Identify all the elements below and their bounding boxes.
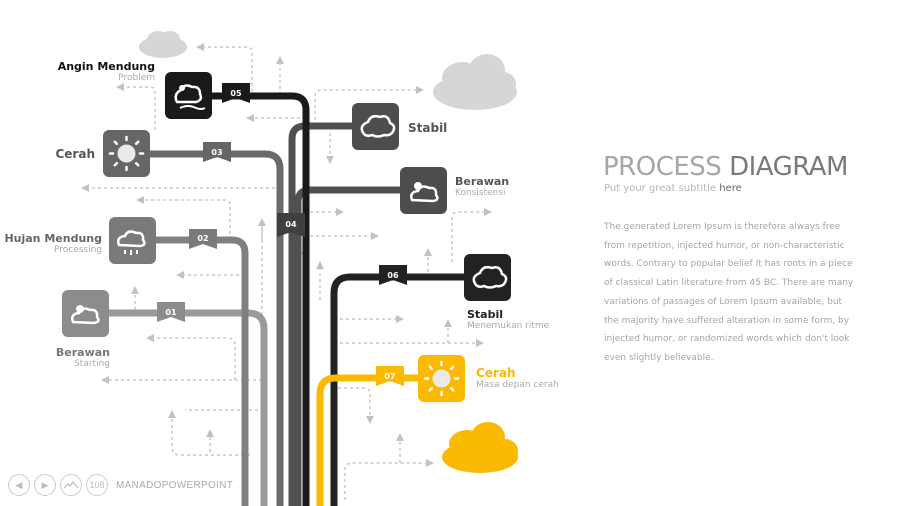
badge-06: 06 (379, 265, 407, 285)
icon-tiles (62, 72, 511, 402)
title-part2: DIAGRAM (729, 152, 848, 182)
step-title: Stabil (408, 121, 448, 135)
previous-button[interactable]: ◀ (8, 474, 30, 496)
line-02 (155, 236, 249, 506)
subtitle-part1: Put your great subtitle (604, 183, 717, 194)
svg-text:02: 02 (197, 234, 208, 243)
cloud-gray-large (433, 54, 517, 110)
step-title: Stabil (467, 308, 504, 321)
tile-cerah-07 (418, 355, 465, 402)
footer-nav: ◀ ▶ 108 MANADOPOWERPOINT (8, 474, 233, 496)
label-hujan-mendung: Hujan Mendung Processing (0, 232, 102, 255)
tile-stabil-06 (464, 254, 511, 301)
badge-04: 04 (277, 213, 305, 237)
step-subtitle: Problem (118, 73, 155, 83)
badge-01: 01 (157, 302, 185, 322)
tile-berawan-01 (62, 290, 109, 337)
rain-cloud-icon (117, 230, 146, 255)
mountain-icon (64, 481, 78, 489)
step-subtitle: Menemukan ritme (467, 321, 550, 331)
tile-berawan-04b (400, 167, 447, 214)
line-03 (150, 150, 284, 506)
previous-icon: ◀ (15, 479, 23, 490)
label-cerah-03: Cerah (20, 147, 95, 161)
cloud-gray-small (139, 31, 187, 58)
home-button[interactable] (60, 474, 82, 496)
tile-angin-mendung-05 (165, 72, 212, 119)
subtitle-part2: here (719, 183, 742, 194)
slide-title: PROCESS DIAGRAM (603, 152, 848, 182)
label-stabil-06: Stabil Menemukan ritme (467, 308, 549, 331)
badge-05: 05 (222, 83, 250, 103)
step-title: Berawan (455, 175, 510, 188)
sun-icon (423, 360, 460, 397)
tile-stabil-04 (352, 103, 399, 150)
brand-name: MANADOPOWERPOINT (116, 479, 234, 491)
step-title: Cerah (55, 147, 95, 161)
svg-text:04: 04 (285, 220, 297, 229)
line-06 (330, 273, 464, 506)
process-lines (108, 92, 464, 506)
svg-text:06: 06 (387, 271, 399, 280)
line-07 (316, 374, 418, 506)
svg-text:01: 01 (165, 308, 177, 317)
step-title: Angin Mendung (57, 60, 155, 73)
title-part1: PROCESS (603, 152, 722, 182)
step-subtitle: Starting (74, 359, 110, 369)
tile-cerah-03 (103, 130, 150, 177)
badge-03: 03 (203, 142, 231, 162)
label-cerah-07: Cerah Masa depan cerah (476, 366, 559, 390)
tile-hujan-mendung-02 (109, 217, 156, 264)
windy-cloud-icon (174, 84, 206, 110)
step-title: Berawan (55, 346, 110, 359)
label-angin-mendung: Angin Mendung Problem (20, 60, 155, 83)
step-subtitle: Konsistensi (455, 188, 506, 198)
label-berawan-04b: Berawan Konsistensi (455, 175, 509, 198)
next-icon: ▶ (41, 479, 49, 490)
line-05 (210, 92, 310, 506)
svg-text:03: 03 (211, 148, 222, 157)
label-berawan-01: Berawan Starting (20, 346, 110, 369)
step-subtitle: Masa depan cerah (476, 380, 559, 390)
step-title: Hujan Mendung (4, 232, 102, 245)
cloud-icon (360, 114, 396, 138)
cloud-icon (472, 265, 508, 289)
slide-subtitle: Put your great subtitle here (604, 183, 742, 194)
step-title: Cerah (476, 366, 516, 380)
page-number: 108 (86, 474, 108, 496)
badges: 01 02 03 04 05 06 07 (157, 83, 407, 386)
svg-text:05: 05 (230, 89, 242, 98)
badge-07: 07 (376, 366, 404, 386)
cloud-yellow (442, 422, 518, 473)
step-subtitle: Processing (53, 245, 102, 255)
badge-02: 02 (189, 229, 217, 249)
label-stabil-04: Stabil (408, 121, 447, 135)
partly-cloudy-icon (71, 305, 100, 325)
partly-cloudy-icon (410, 182, 439, 203)
slide-body-text: The generated Lorem Ipsum is therefore a… (604, 222, 854, 363)
line-04b (294, 186, 400, 506)
svg-text:07: 07 (384, 372, 395, 381)
next-button[interactable]: ▶ (34, 474, 56, 496)
sun-icon (108, 135, 145, 172)
